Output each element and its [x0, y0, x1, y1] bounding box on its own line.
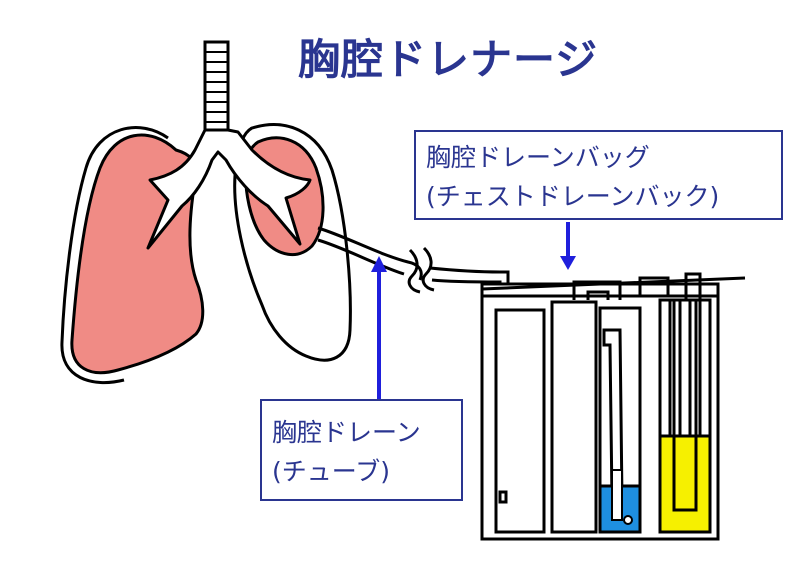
drainage-bag-label-line1: 胸腔ドレーンバッグ [426, 143, 650, 172]
drainage-bag-label: 胸腔ドレーンバッグ (チェストドレーンバック) [414, 130, 783, 220]
drain-tube-break [407, 246, 435, 294]
water-seal-tube [611, 469, 623, 521]
drain-tube-label-line1: 胸腔ドレーン [272, 418, 421, 447]
page-title: 胸腔ドレナージ [298, 35, 599, 84]
drain-tube [317, 226, 423, 281]
collection-fluid [658, 434, 712, 534]
arrow-to-bag [560, 222, 576, 270]
arrow-to-tube [371, 256, 387, 400]
water-seal-bubble [623, 515, 633, 525]
drain-tube-label-line2: (チューブ) [272, 457, 391, 486]
left-lung-outer-outline [60, 126, 169, 385]
drain-tube-label: 胸腔ドレーン (チューブ) [260, 399, 463, 501]
drainage-bag-label-line2: (チェストドレーンバック) [426, 182, 720, 211]
drain-tube-to-bag [429, 266, 510, 300]
drainage-bag [480, 272, 746, 541]
bronchi [146, 128, 312, 250]
collection-inner-tube [672, 298, 698, 512]
trachea [203, 40, 230, 134]
